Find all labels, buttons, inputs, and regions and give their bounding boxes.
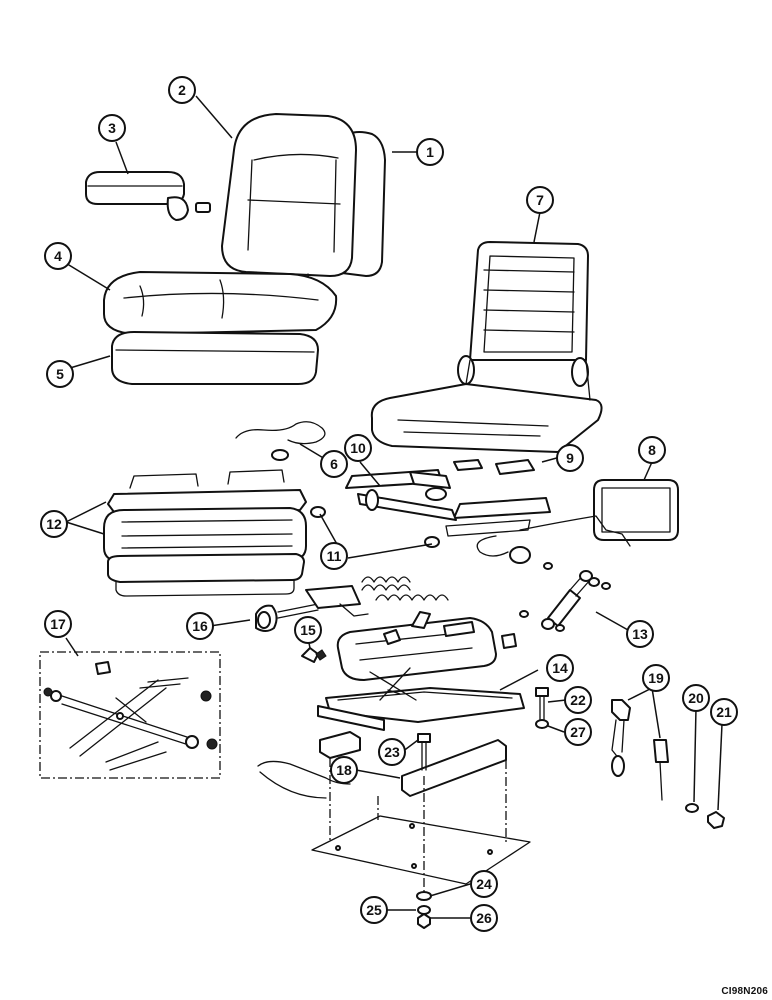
callout-24: 24 [470, 870, 498, 898]
slide-rails [345, 469, 631, 564]
svg-text:27: 27 [570, 724, 586, 740]
wire-spring [235, 421, 326, 461]
svg-text:5: 5 [56, 366, 64, 382]
svg-text:22: 22 [570, 692, 586, 708]
seat-cushion-base [111, 331, 319, 385]
svg-text:23: 23 [384, 744, 400, 760]
seat-belt [611, 699, 669, 801]
callout-22: 22 [564, 686, 592, 714]
callout-4: 4 [44, 242, 72, 270]
callout-23: 23 [378, 738, 406, 766]
clip [301, 647, 327, 663]
shock-absorber [519, 562, 611, 632]
svg-text:1: 1 [426, 144, 434, 160]
callout-7: 7 [526, 186, 554, 214]
callout-15: 15 [294, 616, 322, 644]
svg-text:16: 16 [192, 618, 208, 634]
svg-text:14: 14 [552, 660, 568, 676]
callout-5: 5 [46, 360, 74, 388]
callout-11: 11 [320, 542, 348, 570]
callout-12: 12 [40, 510, 68, 538]
svg-text:7: 7 [536, 192, 544, 208]
callout-13: 13 [626, 620, 654, 648]
spring-assembly [305, 576, 449, 617]
callouts: 1 2 3 4 5 6 7 8 9 10 11 12 13 14 15 16 1… [40, 76, 738, 932]
svg-text:24: 24 [476, 876, 492, 892]
callout-10: 10 [344, 434, 372, 462]
callout-20: 20 [682, 684, 710, 712]
suspension-assembly [317, 611, 525, 731]
callout-2: 2 [168, 76, 196, 104]
seat-back-cushion [221, 113, 357, 293]
hardware-stack [416, 891, 432, 929]
svg-text:18: 18 [336, 762, 352, 778]
seat-cushion [103, 271, 338, 335]
drawing-code: CI98N206 [721, 986, 768, 997]
svg-text:15: 15 [300, 622, 316, 638]
floor-plate [311, 758, 531, 900]
scissor-kit [39, 651, 221, 779]
svg-text:17: 17 [50, 616, 66, 632]
svg-text:26: 26 [476, 910, 492, 926]
callout-1: 1 [416, 138, 444, 166]
adjustment-knob [255, 603, 319, 632]
callout-9: 9 [556, 444, 584, 472]
callout-3: 3 [98, 114, 126, 142]
mounting-rails [257, 731, 507, 799]
callout-17: 17 [44, 610, 72, 638]
svg-text:11: 11 [327, 548, 342, 564]
bolts [417, 687, 549, 771]
callout-14: 14 [546, 654, 574, 682]
callout-25: 25 [360, 896, 388, 924]
svg-text:8: 8 [648, 442, 656, 458]
pads [453, 459, 535, 475]
svg-text:6: 6 [330, 456, 338, 472]
callout-16: 16 [186, 612, 214, 640]
callout-21: 21 [710, 698, 738, 726]
callout-27: 27 [564, 718, 592, 746]
svg-text:10: 10 [350, 440, 366, 456]
belt-hardware [685, 803, 725, 829]
svg-text:13: 13 [632, 626, 648, 642]
callout-19: 19 [642, 664, 670, 692]
callout-8: 8 [638, 436, 666, 464]
armrest [85, 171, 211, 221]
suspension-boot [103, 469, 307, 597]
svg-text:19: 19 [648, 670, 664, 686]
svg-text:9: 9 [566, 450, 574, 466]
callout-6: 6 [320, 450, 348, 478]
svg-text:12: 12 [46, 516, 62, 532]
callout-18: 18 [330, 756, 358, 784]
svg-text:3: 3 [108, 120, 116, 136]
seat-frame [370, 241, 603, 453]
callout-26: 26 [470, 904, 498, 932]
svg-text:20: 20 [688, 690, 704, 706]
svg-text:4: 4 [54, 248, 62, 264]
backrest-pad [593, 479, 679, 541]
svg-text:2: 2 [178, 82, 186, 98]
svg-text:25: 25 [366, 902, 382, 918]
svg-text:21: 21 [716, 704, 732, 720]
